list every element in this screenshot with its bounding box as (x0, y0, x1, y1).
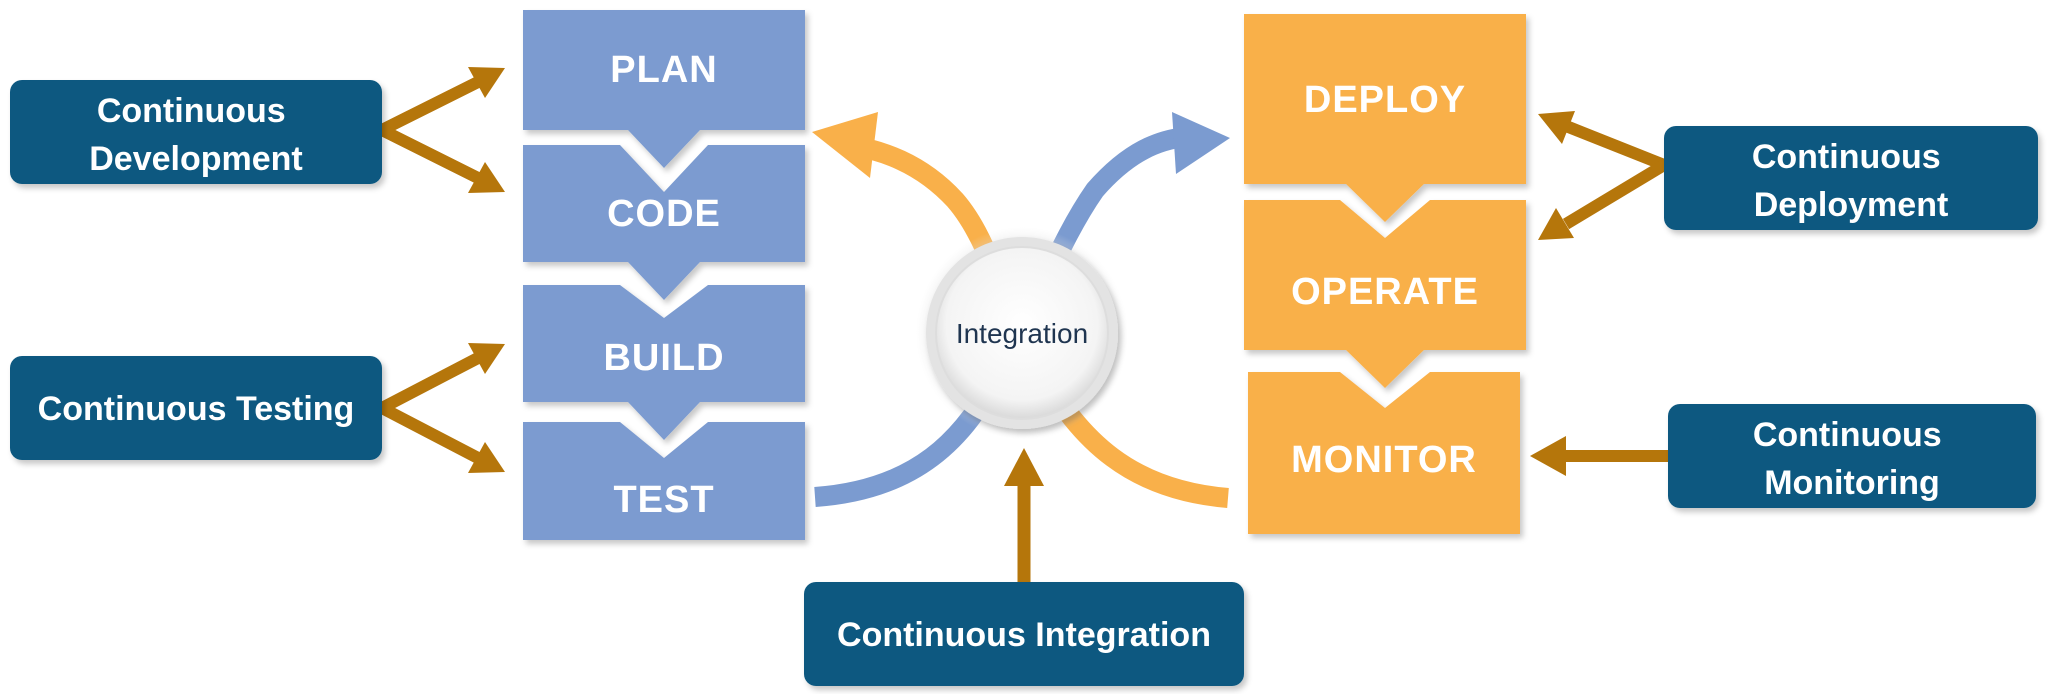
flow-arrowhead-blue (1172, 112, 1230, 174)
practice-continuous-development: Continuous Development (10, 80, 382, 184)
practice-continuous-testing: Continuous Testing (10, 356, 382, 460)
stage-monitor-label: MONITOR (1291, 439, 1477, 481)
stage-operate: OPERATE (1244, 200, 1526, 388)
flow-arrowhead-orange (812, 112, 878, 178)
connector-arrows (379, 67, 1668, 582)
stage-code-label: CODE (607, 193, 721, 235)
stage-test-label: TEST (613, 479, 714, 521)
practice-continuous-deployment: Continuous Deployment (1664, 126, 2038, 230)
arrow-development-to-code (379, 124, 505, 193)
practice-continuous-development-line1: Continuous (97, 92, 286, 130)
stage-deploy-label: DEPLOY (1304, 79, 1466, 121)
stage-deploy: DEPLOY (1244, 14, 1526, 222)
stage-build: BUILD (523, 285, 805, 440)
practice-continuous-monitoring: Continuous Monitoring (1668, 404, 2036, 508)
arrow-deployment-to-deploy (1538, 111, 1667, 171)
arrow-integration-to-hub (1004, 448, 1044, 582)
stage-code: CODE (523, 145, 805, 300)
practice-continuous-development-label: Continuous Development (89, 92, 303, 178)
arrow-deployment-to-operate (1538, 159, 1668, 240)
stage-monitor: MONITOR (1248, 372, 1520, 534)
stage-plan-label: PLAN (610, 49, 717, 91)
arrow-testing-to-test (379, 402, 505, 473)
practice-continuous-integration: Continuous Integration (804, 582, 1244, 686)
arrow-testing-to-build (379, 343, 505, 414)
integration-hub-label: Integration (956, 318, 1088, 349)
integration-hub: Integration (916, 227, 1128, 439)
arrow-monitoring-to-monitor (1530, 436, 1668, 476)
arrow-development-to-plan (379, 67, 505, 136)
practice-continuous-testing-label: Continuous Testing (38, 390, 355, 428)
practice-continuous-monitoring-label: Continuous Monitoring (1753, 416, 1951, 502)
stage-plan: PLAN (523, 10, 805, 168)
stage-build-label: BUILD (603, 337, 724, 379)
practice-continuous-integration-label: Continuous Integration (837, 616, 1211, 654)
practice-continuous-development-line2: Development (89, 140, 303, 178)
practice-continuous-deployment-line2: Deployment (1754, 186, 1949, 224)
stage-operate-label: OPERATE (1291, 271, 1479, 313)
stage-test: TEST (523, 422, 805, 540)
practice-continuous-deployment-line1: Continuous (1752, 138, 1941, 176)
practice-continuous-deployment-label: Continuous Deployment (1752, 138, 1950, 224)
practice-continuous-monitoring-line1: Continuous (1753, 416, 1942, 454)
practice-continuous-monitoring-line2: Monitoring (1764, 464, 1940, 502)
